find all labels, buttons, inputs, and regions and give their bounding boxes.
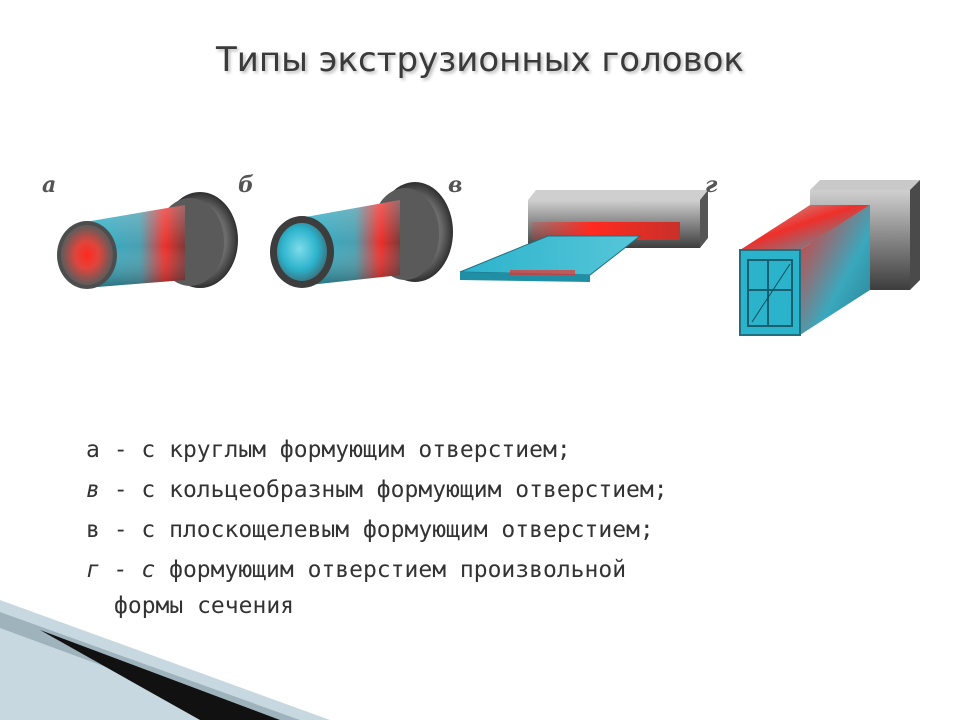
annular-cyan-ring xyxy=(277,223,327,281)
legend-item-a: а - с круглым формующим отверстием; xyxy=(86,430,886,470)
figure-label-b: б xyxy=(238,172,254,198)
legend-item-a-text: - с круглым формующим отверстием; xyxy=(99,437,571,463)
legend-item-g-continuation: формы сечения xyxy=(114,593,295,619)
slot-sheet-red-line xyxy=(510,270,575,275)
profile-diagonal xyxy=(751,263,791,323)
swoosh-dark-band xyxy=(40,630,280,720)
profile-block-top xyxy=(810,180,920,190)
legend-item-v: в - с плоскощелевым формующим отверстием… xyxy=(86,510,886,550)
legend-item-b: в - с кольцеобразным формующим отверстие… xyxy=(86,470,886,510)
legend-item-g-prefix: г - с xyxy=(86,557,156,583)
round-hot-core xyxy=(61,225,113,285)
profile-body-top xyxy=(740,205,870,250)
slot-block-side xyxy=(700,190,708,248)
profile-block-side xyxy=(910,180,920,290)
legend-item-g: г - с формующим отверстием произвольной xyxy=(86,550,886,590)
figure-label-v: в xyxy=(448,172,463,198)
legend-item-g-text: формующим отверстием произвольной xyxy=(155,557,627,583)
legend-item-a-prefix: а xyxy=(86,437,100,463)
die-round xyxy=(57,192,238,289)
legend-item-v-prefix: в xyxy=(86,517,100,543)
die-profile xyxy=(739,180,920,336)
die-annular xyxy=(270,182,453,288)
extrusion-heads-figure xyxy=(57,180,920,336)
legend-item-v-text: - с плоскощелевым формующим отверстием; xyxy=(99,517,654,543)
slide-title: Типы экструзионных головок xyxy=(216,40,744,80)
profile-inner-frame xyxy=(747,259,793,327)
legend-item-b-text: - с кольцеобразным формующим отверстием; xyxy=(99,477,668,503)
figure-label-a: а xyxy=(42,172,57,198)
slot-block-top xyxy=(528,190,708,200)
swoosh-mid-band xyxy=(0,612,300,720)
legend-item-b-prefix: в xyxy=(86,477,100,503)
legend-list: а - с круглым формующим отверстием; в - … xyxy=(86,430,886,622)
swoosh-light-band xyxy=(0,600,330,720)
die-flat-slot xyxy=(459,190,708,282)
figure-label-g: г xyxy=(705,172,718,198)
profile-body-side xyxy=(800,205,870,335)
slot-extruded-sheet xyxy=(459,235,642,276)
